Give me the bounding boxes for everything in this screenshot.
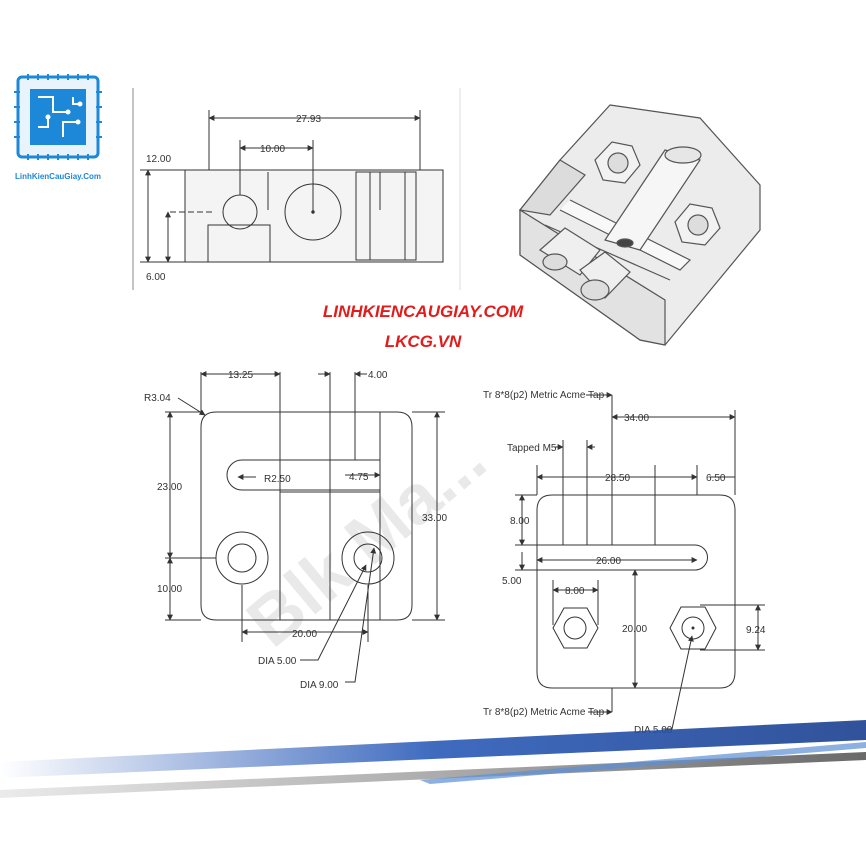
front-view [165, 371, 445, 683]
side-hex-spacing: 20.00 [622, 624, 647, 635]
top-height-top: 12.00 [146, 154, 171, 165]
side-acme-tap-top: Tr 8*8(p2) Metric Acme Tap [483, 390, 605, 401]
side-upper-height: 8.00 [510, 516, 530, 527]
side-acme-tap-bottom: Tr 8*8(p2) Metric Acme Tap [483, 707, 605, 718]
front-slot-offset: 4.75 [349, 472, 369, 483]
side-hex-size: 9.24 [746, 625, 766, 636]
brand-line-2: LKCG.VN [384, 332, 462, 351]
side-hex-offset: 8.00 [565, 586, 585, 597]
top-height-bottom: 6.00 [146, 272, 166, 283]
side-view [515, 392, 765, 730]
side-slot-height: 5.00 [502, 576, 522, 587]
front-upper-height: 23.00 [157, 482, 182, 493]
top-overall-width: 27.93 [296, 114, 321, 125]
logo-caption: LinhKienCauGiay.Com [14, 172, 102, 181]
side-slot-length: 26.00 [596, 556, 621, 567]
chip-logo-icon [14, 74, 102, 160]
top-view [140, 110, 444, 263]
brand-line-1: LINHKIENCAUGIAY.COM [322, 302, 524, 321]
front-lower-height: 10.00 [157, 584, 182, 595]
side-tapped: Tapped M5 [507, 443, 557, 454]
footer-bands [0, 720, 866, 798]
top-hole-spacing: 10.00 [260, 144, 285, 155]
front-total-height: 33.00 [422, 513, 447, 524]
side-overall-width: 34.00 [624, 413, 649, 424]
watermark: Blk Ma... [232, 419, 500, 661]
front-left-offset: 13.25 [228, 370, 253, 381]
watermark-text: Blk Ma... [232, 419, 500, 661]
front-slot-width: 4.00 [368, 370, 388, 381]
side-inner-width: 28.50 [605, 473, 630, 484]
iso-view [518, 104, 761, 346]
front-hole-large: DIA 9.00 [300, 680, 339, 691]
front-slot-radius: R2.50 [264, 474, 291, 485]
front-hole-small: DIA 5.00 [258, 656, 297, 667]
side-right-offset: 6.50 [706, 473, 726, 484]
front-corner-radius: R3.04 [144, 393, 171, 404]
front-hole-spacing: 20.00 [292, 629, 317, 640]
